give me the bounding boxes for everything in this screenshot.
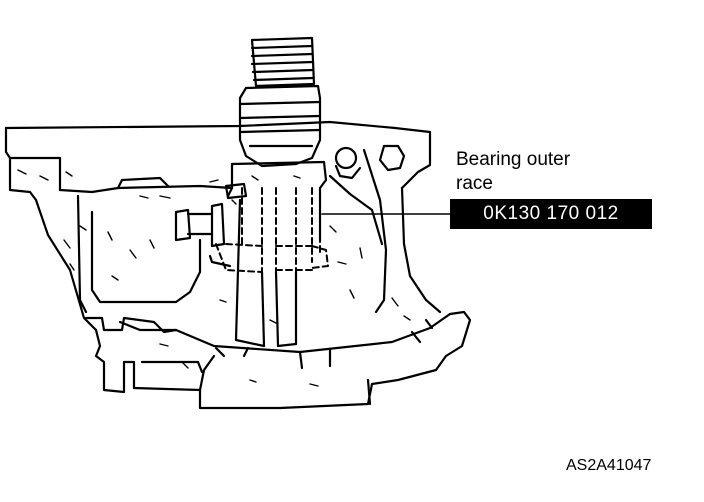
case-shading	[17, 169, 411, 387]
tool-part-number-label: 0K130 170 012	[450, 199, 652, 229]
callout-bearing-outer-race-line1: Bearing outer	[456, 149, 571, 170]
transaxle-case	[4, 120, 472, 410]
installer-body	[224, 84, 328, 242]
figure-code: AS2A41047	[566, 457, 652, 474]
press-ram	[250, 36, 316, 88]
installer-attachment-hidden	[215, 187, 329, 273]
callout-bearing-outer-race-line2: race	[456, 173, 493, 194]
installer-shaft	[234, 198, 298, 348]
